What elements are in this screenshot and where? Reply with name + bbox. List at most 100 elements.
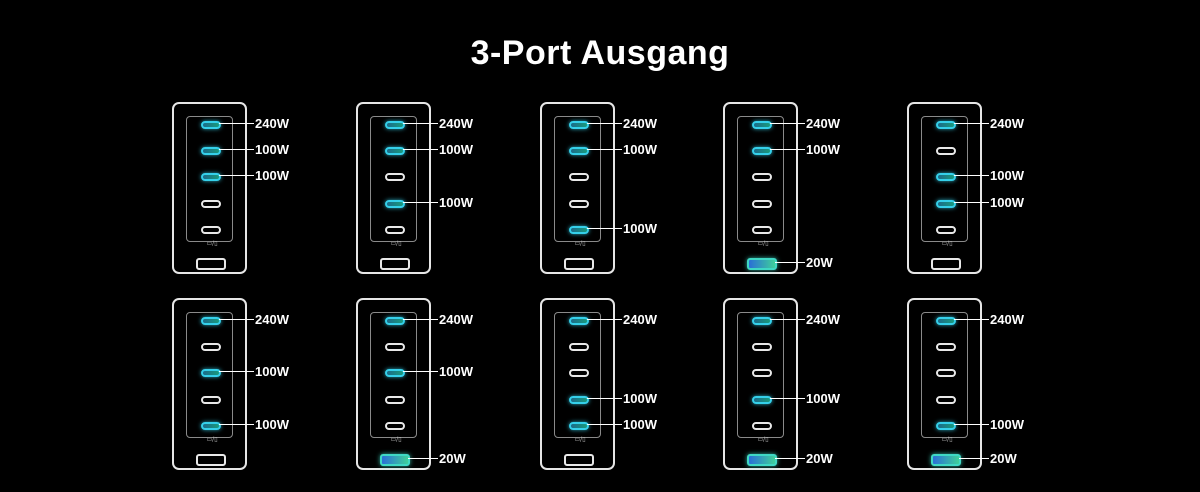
- usb-c-port-active: [936, 317, 956, 325]
- usb-c-port-active: [936, 173, 956, 181]
- usb-c-port: [385, 422, 405, 430]
- usb-c-port: [752, 422, 772, 430]
- usb-c-port-active: [752, 121, 772, 129]
- charger-diagram: ▭/▯: [907, 102, 982, 274]
- port-wattage-label: 240W: [255, 312, 289, 327]
- usb-c-port-active: [201, 147, 221, 155]
- usb-c-port: [385, 226, 405, 234]
- leader-line: [770, 398, 805, 399]
- usb-a-port-active: [931, 454, 961, 466]
- usb-a-port-active: [380, 454, 410, 466]
- leader-line: [587, 319, 622, 320]
- usb-a-port-active: [747, 258, 777, 270]
- port-wattage-label: 100W: [439, 364, 473, 379]
- charger-diagram: ▭/▯: [172, 298, 247, 470]
- port-wattage-label: 100W: [439, 195, 473, 210]
- usb-c-port-active: [752, 317, 772, 325]
- port-wattage-label: 100W: [990, 417, 1024, 432]
- usb-c-port: [752, 369, 772, 377]
- usb-c-port: [385, 396, 405, 404]
- mode-switch-icon: ▭/▯: [206, 436, 218, 443]
- leader-line: [587, 149, 622, 150]
- usb-c-port-active: [201, 422, 221, 430]
- mode-switch-icon: ▭/▯: [757, 240, 769, 247]
- port-wattage-label: 240W: [439, 116, 473, 131]
- usb-c-port: [936, 147, 956, 155]
- usb-c-port: [569, 173, 589, 181]
- port-wattage-label: 20W: [990, 451, 1017, 466]
- usb-c-port-active: [752, 147, 772, 155]
- usb-c-port-active: [569, 121, 589, 129]
- usb-a-port: [931, 258, 961, 270]
- port-panel: [554, 116, 601, 242]
- mode-switch-icon: ▭/▯: [574, 436, 586, 443]
- charger-diagram: ▭/▯: [723, 298, 798, 470]
- usb-c-port: [569, 369, 589, 377]
- port-wattage-label: 20W: [806, 255, 833, 270]
- leader-line: [954, 202, 989, 203]
- usb-c-port-active: [385, 121, 405, 129]
- port-panel: [186, 312, 233, 438]
- usb-c-port-active: [936, 121, 956, 129]
- leader-line: [587, 424, 622, 425]
- leader-line: [770, 319, 805, 320]
- usb-c-port-active: [569, 396, 589, 404]
- usb-c-port: [936, 343, 956, 351]
- charger-diagram: ▭/▯: [172, 102, 247, 274]
- usb-c-port-active: [385, 200, 405, 208]
- port-wattage-label: 240W: [439, 312, 473, 327]
- leader-line: [959, 458, 989, 459]
- leader-line: [770, 123, 805, 124]
- mode-switch-icon: ▭/▯: [390, 240, 402, 247]
- leader-line: [408, 458, 438, 459]
- usb-c-port: [752, 343, 772, 351]
- port-wattage-label: 240W: [623, 312, 657, 327]
- leader-line: [954, 424, 989, 425]
- usb-c-port: [385, 343, 405, 351]
- charger-diagram: ▭/▯: [723, 102, 798, 274]
- port-panel: [370, 116, 417, 242]
- port-panel: [921, 312, 968, 438]
- usb-c-port: [936, 226, 956, 234]
- mode-switch-icon: ▭/▯: [941, 436, 953, 443]
- usb-c-port-active: [201, 369, 221, 377]
- mode-switch-icon: ▭/▯: [941, 240, 953, 247]
- leader-line: [587, 228, 622, 229]
- usb-c-port-active: [201, 121, 221, 129]
- port-wattage-label: 100W: [990, 195, 1024, 210]
- port-wattage-label: 100W: [623, 417, 657, 432]
- leader-line: [770, 149, 805, 150]
- leader-line: [403, 371, 438, 372]
- port-panel: [554, 312, 601, 438]
- usb-c-port-active: [936, 422, 956, 430]
- usb-c-port-active: [569, 147, 589, 155]
- usb-c-port: [201, 200, 221, 208]
- port-wattage-label: 100W: [623, 391, 657, 406]
- port-panel: [186, 116, 233, 242]
- port-wattage-label: 240W: [806, 116, 840, 131]
- usb-c-port: [569, 343, 589, 351]
- usb-a-port: [196, 454, 226, 466]
- port-wattage-label: 100W: [806, 391, 840, 406]
- charger-diagram: ▭/▯: [907, 298, 982, 470]
- port-wattage-label: 100W: [255, 364, 289, 379]
- port-wattage-label: 20W: [439, 451, 466, 466]
- leader-line: [219, 371, 254, 372]
- port-wattage-label: 100W: [990, 168, 1024, 183]
- port-wattage-label: 240W: [990, 312, 1024, 327]
- port-wattage-label: 240W: [806, 312, 840, 327]
- mode-switch-icon: ▭/▯: [574, 240, 586, 247]
- leader-line: [403, 319, 438, 320]
- mode-switch-icon: ▭/▯: [390, 436, 402, 443]
- mode-switch-icon: ▭/▯: [757, 436, 769, 443]
- usb-c-port: [569, 200, 589, 208]
- port-wattage-label: 240W: [623, 116, 657, 131]
- port-wattage-label: 100W: [806, 142, 840, 157]
- port-panel: [737, 116, 784, 242]
- port-wattage-label: 100W: [255, 142, 289, 157]
- charger-diagram: ▭/▯: [540, 102, 615, 274]
- usb-c-port: [201, 226, 221, 234]
- leader-line: [219, 424, 254, 425]
- usb-c-port: [752, 173, 772, 181]
- port-wattage-label: 240W: [255, 116, 289, 131]
